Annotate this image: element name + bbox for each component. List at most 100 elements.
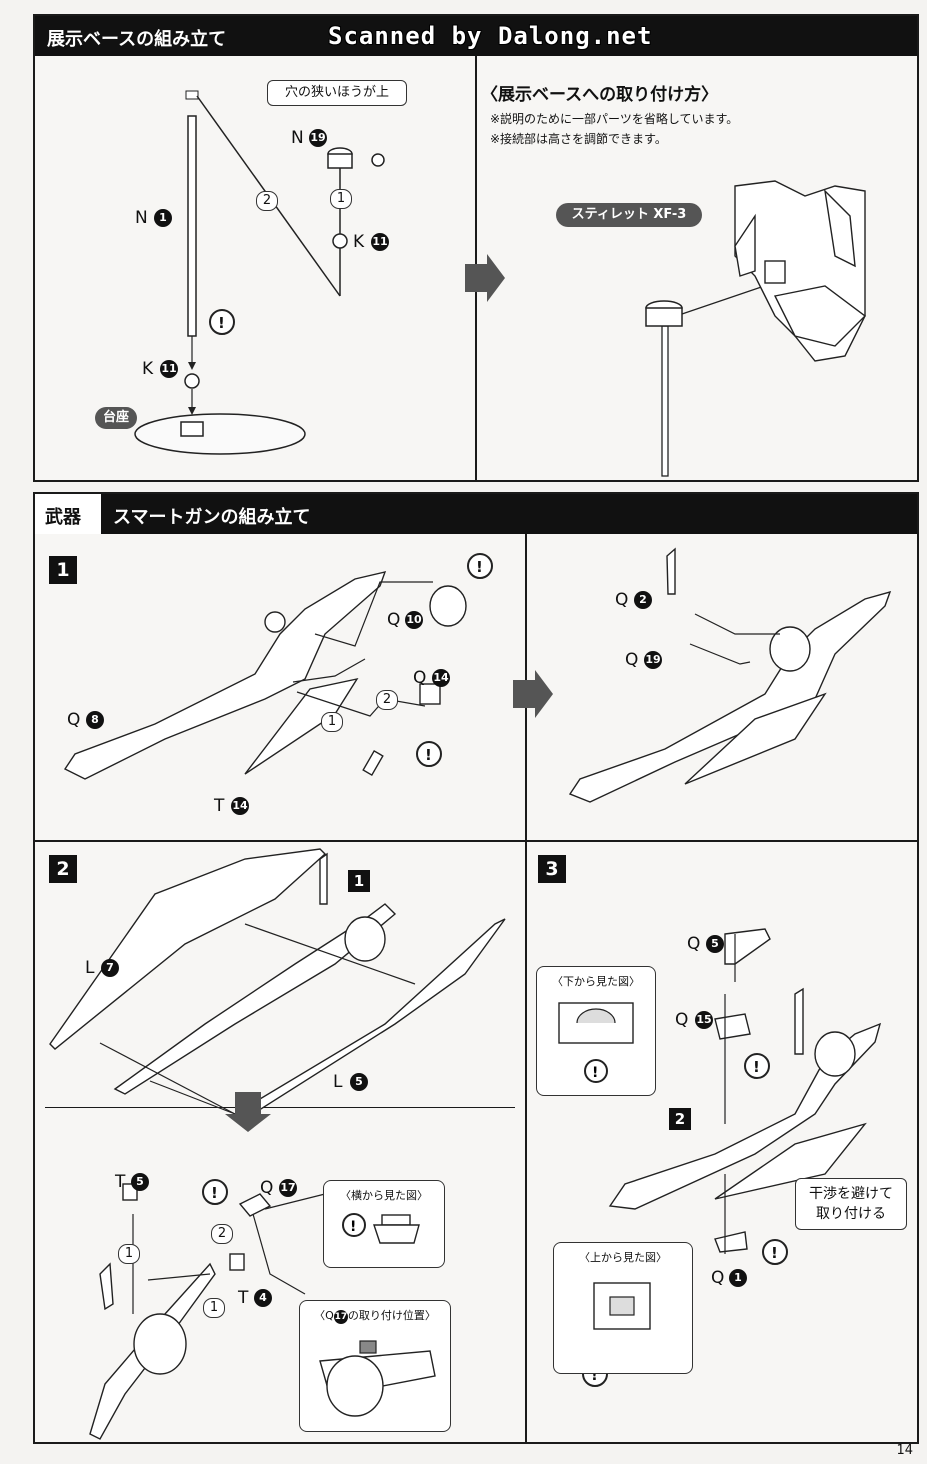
step2-badge: 2	[49, 855, 77, 883]
step2-seq-1b: 1	[203, 1298, 225, 1318]
step1-seq-2-label: 2	[382, 692, 392, 707]
stand-seq-1-label: 1	[336, 191, 346, 206]
top-view-diagram	[593, 1282, 651, 1330]
step2-ref-badge: 1	[348, 870, 370, 892]
svg-text:!: !	[211, 1184, 218, 1202]
q14-num: 14	[432, 669, 450, 687]
bottom-view-inset: 〈下から見た図〉 !	[536, 966, 656, 1096]
step2-seq-2: 2	[211, 1224, 233, 1244]
q14-letter: Q	[413, 668, 427, 688]
step3-badge: 3	[538, 855, 566, 883]
part-k11b-num: 11	[160, 360, 178, 378]
q1-letter: Q	[711, 1268, 725, 1288]
q10-letter: Q	[387, 610, 401, 630]
step23-divider	[525, 840, 527, 1442]
avoid-line-1: 干渉を避けて	[809, 1186, 893, 1202]
q2-letter: Q	[615, 590, 629, 610]
weapon-header-title: スマートガンの組み立て	[113, 507, 311, 528]
stand-illustration: !	[134, 90, 867, 477]
step1-seq-2: 2	[376, 690, 398, 710]
part-n1-letter: N	[135, 208, 148, 228]
q17-letter: Q	[260, 1178, 274, 1198]
svg-text:!: !	[591, 1366, 598, 1384]
l7-num: 7	[101, 959, 119, 977]
stand-header: 展示ベースの組み立て	[35, 16, 917, 56]
weapon-illustration: ! ! ! ! ! ! !	[49, 547, 892, 1440]
step2-seq-1b-label: 1	[209, 1300, 219, 1315]
part-k11-num: 11	[371, 233, 389, 251]
q2-num: 2	[634, 591, 652, 609]
q1-num: 1	[729, 1269, 747, 1287]
bottom-view-diagram: !	[558, 1002, 634, 1083]
top-view-title: 〈上から見た図〉	[579, 1251, 667, 1264]
svg-text:!: !	[592, 1065, 598, 1081]
stand-panel: 展示ベースの組み立て !	[33, 14, 919, 482]
step2-seq-1a: 1	[118, 1244, 140, 1264]
t14-letter: T	[214, 796, 225, 816]
q5-letter: Q	[687, 934, 701, 954]
q5-num: 5	[706, 935, 724, 953]
step2-subdivider	[45, 1107, 515, 1108]
svg-text:!: !	[218, 314, 225, 332]
t14-num: 14	[231, 797, 249, 815]
step2-seq-1a-label: 1	[124, 1246, 134, 1261]
svg-text:!: !	[425, 746, 432, 764]
top-view-inset: 〈上から見た図〉	[553, 1242, 693, 1374]
q15-num: 15	[695, 1011, 713, 1029]
attach-note-1: ※説明のために一部パーツを省略しています。	[490, 112, 739, 126]
step1-seq-1: 1	[321, 712, 343, 732]
t5-num: 5	[131, 1173, 149, 1191]
q17-num: 17	[279, 1179, 297, 1197]
q10-num: 10	[405, 611, 423, 629]
step1-seq-1-label: 1	[327, 714, 337, 729]
q15-letter: Q	[675, 1010, 689, 1030]
stand-seq-2: 2	[256, 191, 278, 211]
q17-position-inset: 〈Q17の取り付け位置〉	[299, 1300, 451, 1432]
q19-letter: Q	[625, 650, 639, 670]
part-n19-num: 19	[309, 129, 327, 147]
avoid-interference-callout: 干渉を避けて 取り付ける	[795, 1178, 907, 1230]
narrow-hole-callout: 穴の狭いほうが上	[267, 80, 407, 106]
t4-num: 4	[254, 1289, 272, 1307]
q17-position-title: 〈Q17の取り付け位置〉	[300, 1307, 450, 1324]
attach-title: 〈展示ベースへの取り付け方〉	[481, 85, 719, 105]
step-row-divider	[35, 840, 917, 842]
q17-position-prefix: 〈Q	[314, 1309, 334, 1322]
svg-text:!: !	[771, 1244, 778, 1262]
q8-num: 8	[86, 711, 104, 729]
t4-letter: T	[238, 1288, 249, 1308]
part-k11b-letter: K	[142, 359, 154, 379]
step2-seq-2-label: 2	[217, 1226, 227, 1241]
step3-ref-badge: 2	[669, 1108, 691, 1130]
q17-position-num: 17	[333, 1310, 348, 1324]
q17-position-diagram	[319, 1340, 436, 1417]
side-view-title: 〈横から見た図〉	[340, 1189, 428, 1202]
side-view-inset: 〈横から見た図〉 !	[323, 1180, 445, 1268]
l7-letter: L	[85, 958, 95, 978]
svg-text:!: !	[350, 1219, 356, 1235]
svg-text:!: !	[476, 558, 483, 576]
stand-header-title: 展示ベースの組み立て	[47, 29, 227, 50]
page-number: 14	[896, 1443, 913, 1458]
attach-note-2: ※接続部は高さを調節できます。	[490, 132, 667, 146]
bottom-view-title: 〈下から見た図〉	[552, 975, 640, 988]
l5-letter: L	[333, 1072, 343, 1092]
narrow-hole-label: 穴の狭いほうが上	[284, 85, 389, 100]
l5-num: 5	[350, 1073, 368, 1091]
base-label: 台座	[95, 407, 137, 429]
t5-letter: T	[115, 1172, 126, 1192]
stand-seq-2-label: 2	[262, 193, 272, 208]
q17-position-suffix: の取り付け位置〉	[347, 1309, 436, 1322]
svg-text:!: !	[753, 1058, 760, 1076]
step1-badge: 1	[49, 556, 77, 584]
weapon-tag-label: 武器	[45, 507, 81, 528]
watermark: Scanned by Dalong.net	[328, 22, 653, 50]
weapon-tag: 武器	[35, 494, 103, 534]
q8-letter: Q	[67, 710, 81, 730]
weapon-header: 武器 スマートガンの組み立て	[35, 494, 917, 534]
character-label: スティレット XF-3	[556, 203, 702, 227]
part-k11-letter: K	[353, 232, 365, 252]
side-view-diagram: !	[342, 1213, 420, 1244]
part-n1-num: 1	[154, 209, 172, 227]
avoid-line-2: 取り付ける	[816, 1206, 886, 1222]
